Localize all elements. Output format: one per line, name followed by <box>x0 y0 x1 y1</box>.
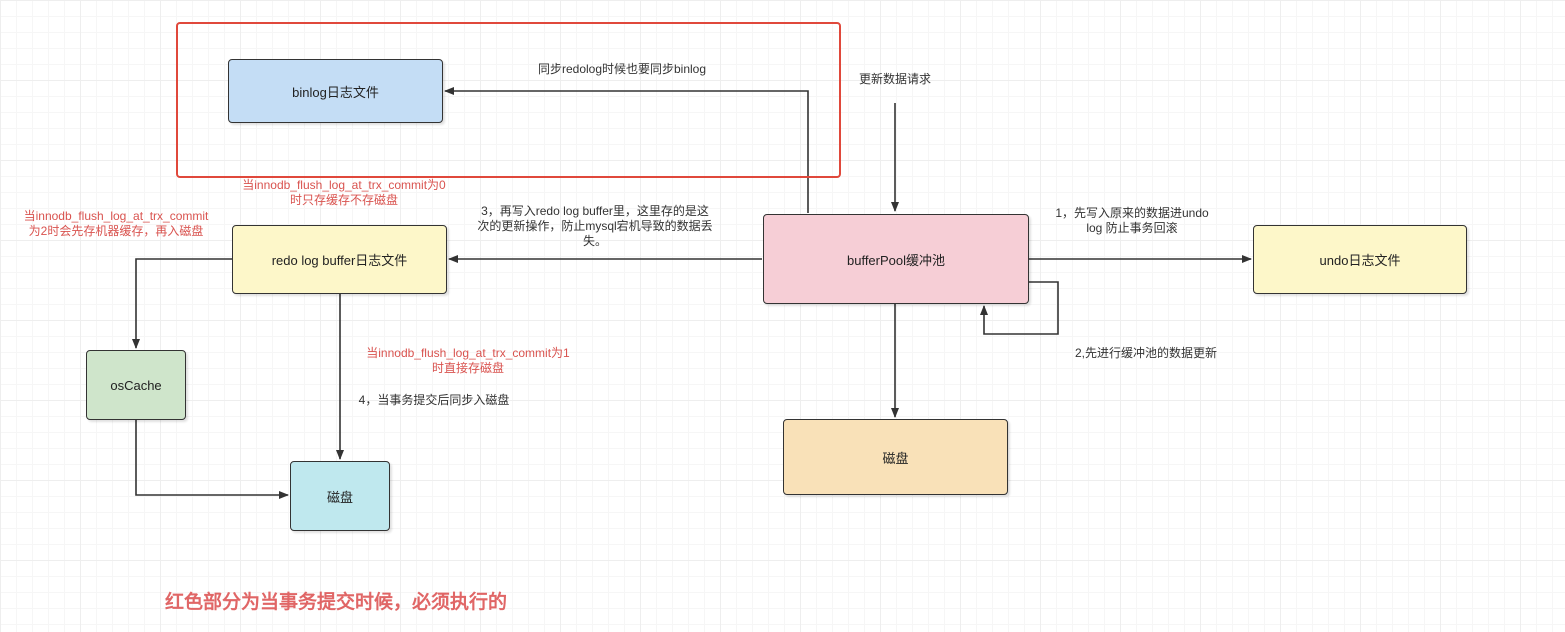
commit1-setting-label: 当innodb_flush_log_at_trx_commit为1 时直接存磁盘 <box>366 346 570 375</box>
undo-log-label: undo日志文件 <box>1319 253 1401 268</box>
red-section-note: 红色部分为当事务提交时候，必须执行的 <box>165 592 508 613</box>
update-request-label: 更新数据请求 <box>858 72 931 86</box>
edge-bufferpool-to-binlog <box>444 87 809 213</box>
redo-log-buffer-label: redo log buffer日志文件 <box>271 253 408 268</box>
sync-binlog-label: 同步redolog时候也要同步binlog <box>537 62 707 76</box>
step3-redo-label: 3，再写入redo log buffer里，这里存的是这 次的更新操作，防止my… <box>477 204 713 248</box>
disk-node-right[interactable]: 磁盘 <box>783 419 1008 495</box>
edge-redo-to-oscache <box>132 258 232 349</box>
disk-right-label: 磁盘 <box>882 450 909 466</box>
redo-log-buffer-node[interactable]: redo log buffer日志文件 <box>232 225 447 294</box>
edge-oscache-to-disk <box>135 420 289 499</box>
step4-commit-sync-label: 4，当事务提交后同步入磁盘 <box>358 393 510 407</box>
os-cache-label: osCache <box>110 377 162 393</box>
binlog-file-node[interactable]: binlog日志文件 <box>228 59 443 123</box>
buffer-pool-label: bufferPool缓冲池 <box>846 252 946 268</box>
undo-log-node[interactable]: undo日志文件 <box>1253 225 1467 294</box>
step1-undo-label: 1，先写入原来的数据进undo log 防止事务回滚 <box>1055 206 1209 235</box>
os-cache-node[interactable]: osCache <box>86 350 186 420</box>
edge-bufferpool-self-update <box>980 281 1059 335</box>
commit-required-highlight-frame <box>176 22 841 178</box>
step2-buffer-update-label: 2,先进行缓冲池的数据更新 <box>1074 346 1217 360</box>
commit0-setting-label: 当innodb_flush_log_at_trx_commit为0 时只存缓存不… <box>242 178 446 207</box>
buffer-pool-node[interactable]: bufferPool缓冲池 <box>763 214 1029 304</box>
disk-left-label: 磁盘 <box>326 489 353 505</box>
binlog-file-label: binlog日志文件 <box>292 84 379 100</box>
commit2-setting-label: 当innodb_flush_log_at_trx_commit 为2时会先存机器… <box>23 209 209 238</box>
disk-node-left[interactable]: 磁盘 <box>290 461 390 531</box>
